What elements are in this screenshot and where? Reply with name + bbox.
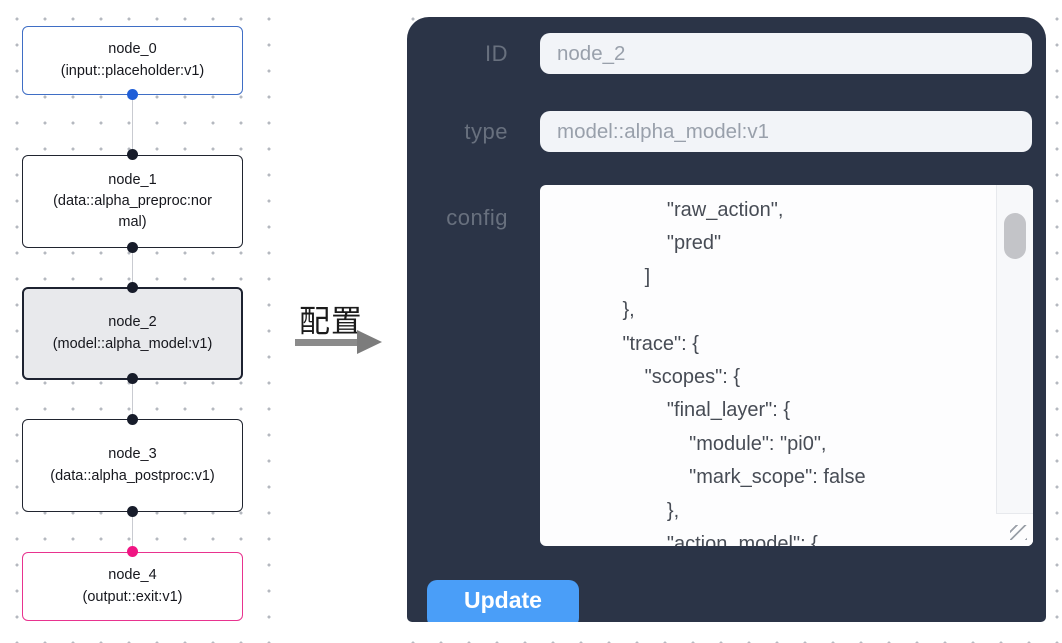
flow-canvas[interactable]: node_0 (input::placeholder:v1) node_1 (d… xyxy=(0,0,282,643)
node2-target-handle[interactable] xyxy=(127,282,138,293)
node-subtitle: (model::alpha_model:v1) xyxy=(52,335,213,352)
node-title: node_1 xyxy=(108,171,157,188)
node3-source-handle[interactable] xyxy=(127,506,138,517)
edge-node2-node3 xyxy=(131,379,134,420)
flow-node-model-selected[interactable]: node_2 (model::alpha_model:v1) xyxy=(22,287,243,380)
edge-node1-node2 xyxy=(131,247,134,288)
update-button[interactable]: Update xyxy=(427,580,579,622)
config-scrollbar-track[interactable] xyxy=(996,185,1033,546)
flow-node-input[interactable]: node_0 (input::placeholder:v1) xyxy=(22,26,243,95)
node1-source-handle[interactable] xyxy=(127,242,138,253)
node1-target-handle[interactable] xyxy=(127,149,138,160)
node-subtitle: (data::alpha_postproc:v1) xyxy=(50,467,215,484)
edge-node0-node1 xyxy=(131,94,134,156)
flow-node-preproc[interactable]: node_1 (data::alpha_preproc:normal) xyxy=(22,155,243,248)
resize-grip-icon xyxy=(1010,525,1027,540)
node-subtitle: (data::alpha_preproc:normal) xyxy=(53,192,212,230)
config-scrollbar-thumb[interactable] xyxy=(1004,213,1026,259)
node0-source-handle[interactable] xyxy=(127,89,138,100)
node2-source-handle[interactable] xyxy=(127,373,138,384)
config-json-text: "raw_action", "pred" ] }, "trace": { "sc… xyxy=(622,199,866,546)
node-subtitle: (output::exit:v1) xyxy=(82,588,183,605)
flow-node-output[interactable]: node_4 (output::exit:v1) xyxy=(22,552,243,621)
type-field-label: type xyxy=(464,119,508,144)
type-input[interactable] xyxy=(540,111,1032,152)
node-subtitle: (input::placeholder:v1) xyxy=(60,62,205,79)
config-resize-corner[interactable] xyxy=(996,513,1033,546)
node4-target-handle[interactable] xyxy=(127,546,138,557)
node3-target-handle[interactable] xyxy=(127,414,138,425)
config-annotation-label: 配置 xyxy=(299,304,363,339)
node-title: node_0 xyxy=(108,41,157,58)
node-config-panel: ID type config "raw_action", "pred" ] },… xyxy=(407,17,1046,622)
arrow-right-icon xyxy=(295,339,359,346)
node-title: node_3 xyxy=(108,446,157,463)
config-field-label: config xyxy=(446,205,508,230)
node-title: node_2 xyxy=(108,314,157,331)
edge-node3-node4 xyxy=(131,512,134,553)
flow-node-postproc[interactable]: node_3 (data::alpha_postproc:v1) xyxy=(22,419,243,512)
arrow-right-head-icon xyxy=(357,330,382,354)
id-input[interactable] xyxy=(540,33,1032,74)
id-field-label: ID xyxy=(485,41,508,66)
config-textarea[interactable]: "raw_action", "pred" ] }, "trace": { "sc… xyxy=(540,185,1033,546)
node-title: node_4 xyxy=(108,567,157,584)
